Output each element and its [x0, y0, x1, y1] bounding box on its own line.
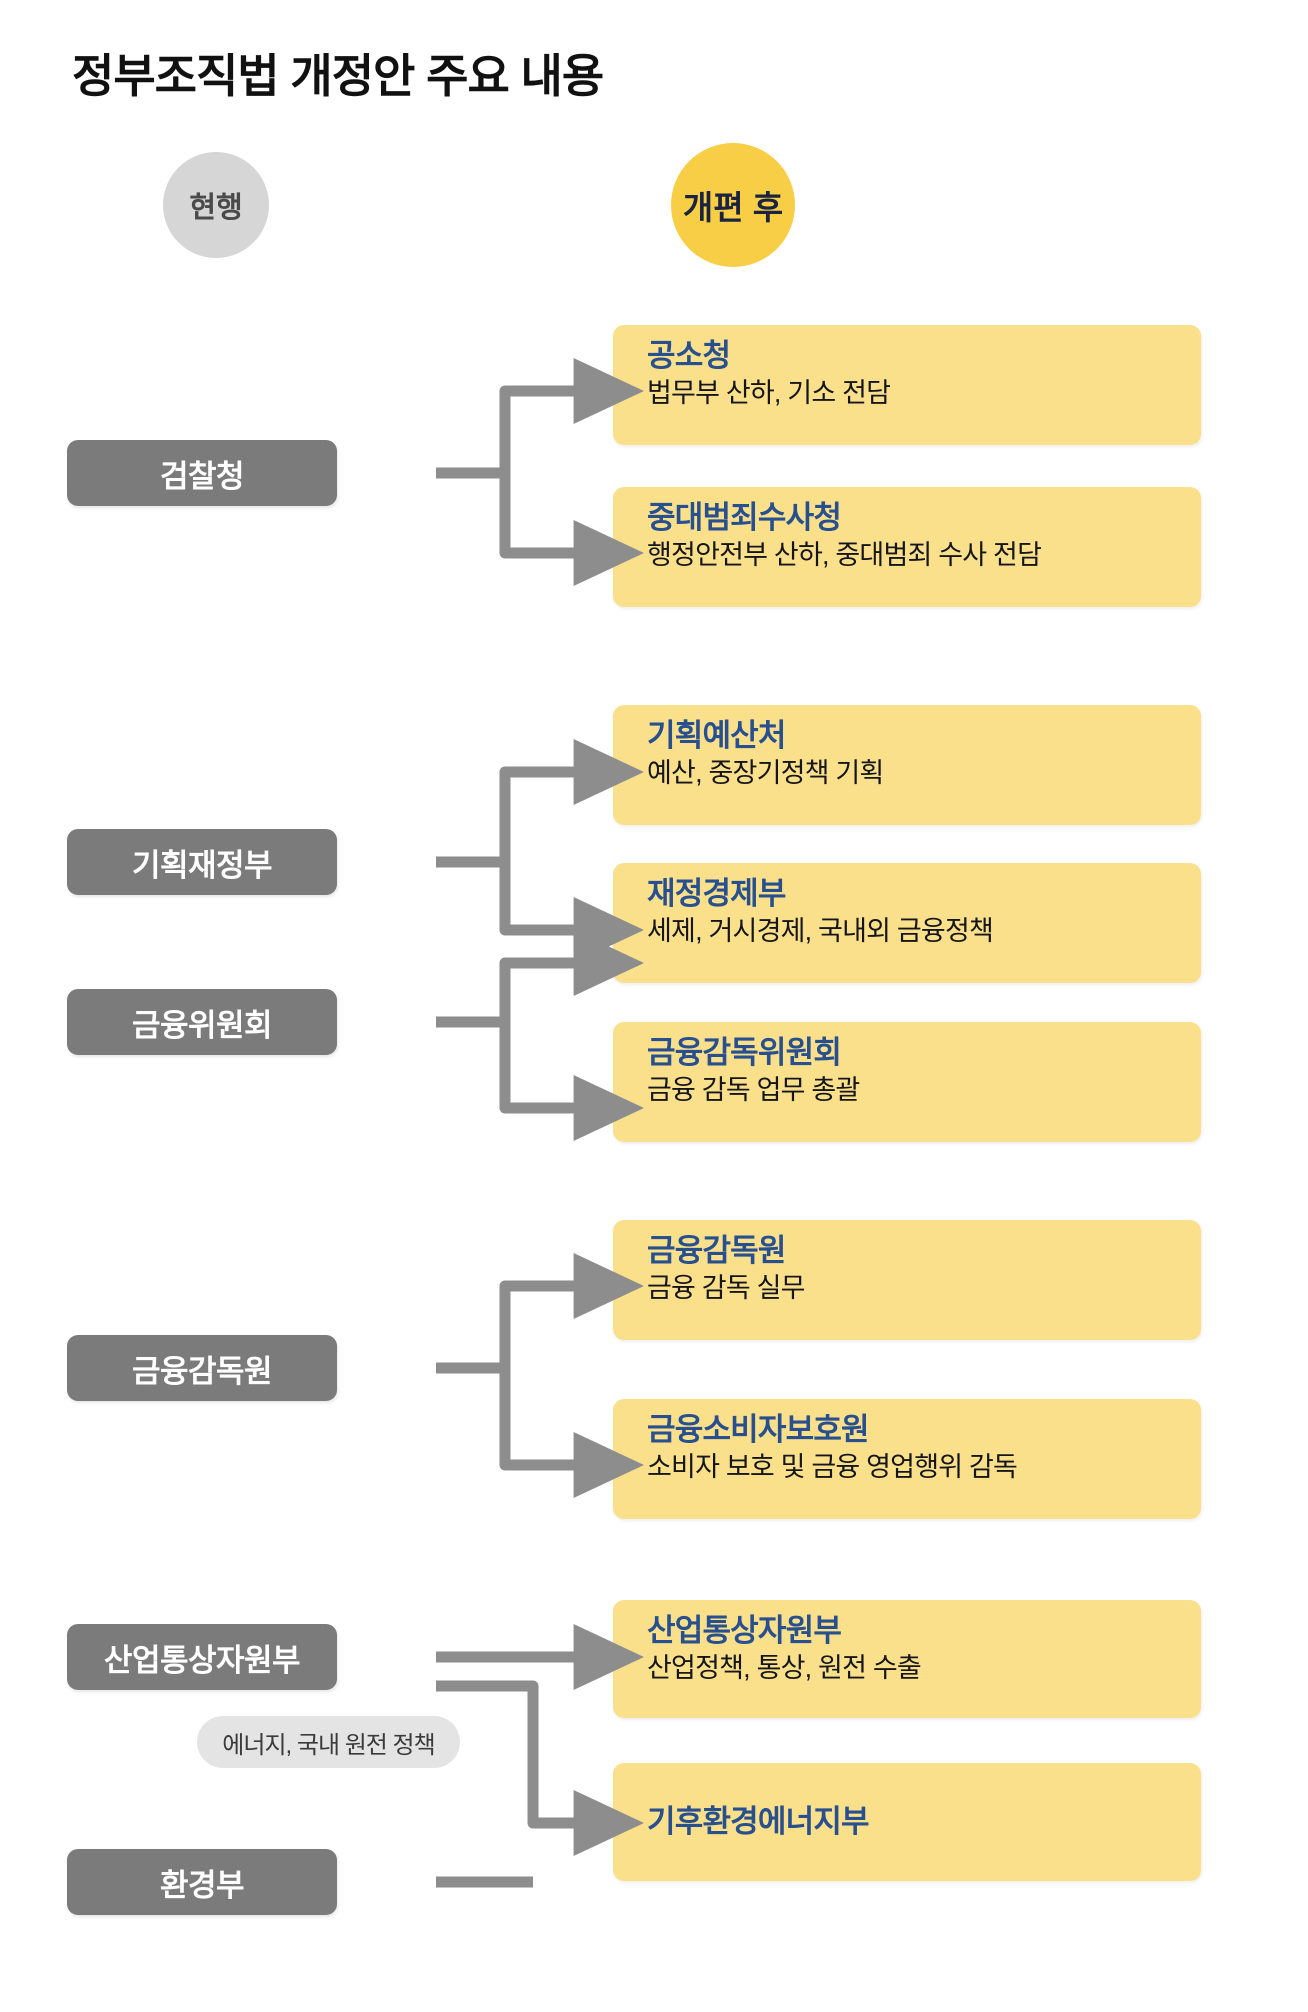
card-title: 금융감독위원회 — [647, 1035, 842, 1070]
card-subtitle: 산업정책, 통상, 원전 수출 — [647, 1652, 922, 1683]
source-label: 검찰청 — [159, 458, 245, 494]
card-subtitle: 예산, 중장기정책 기획 — [647, 757, 884, 788]
wire-prosecution-1 — [436, 358, 644, 479]
page-title: 정부조직법 개정안 주요 내용 — [72, 50, 604, 102]
source-label: 금융감독원 — [131, 1353, 273, 1389]
wire-finance-2 — [499, 862, 644, 963]
target-card-consumer-protection[interactable]: 금융소비자보호원 소비자 보호 및 금융 영업행위 감독 — [613, 1399, 1201, 1519]
legend-badge-after: 개편 후 — [671, 143, 795, 267]
target-card-fsc-new[interactable]: 금융감독위원회 금융 감독 업무 총괄 — [613, 1022, 1201, 1142]
card-subtitle: 소비자 보호 및 금융 영업행위 감독 — [647, 1451, 1018, 1482]
legend-badge-current: 현행 — [163, 152, 269, 258]
target-card-serious-crime[interactable]: 중대범죄수사청 행정안전부 산하, 중대범죄 수사 전담 — [613, 487, 1201, 607]
wire-finance-3 — [436, 930, 644, 1028]
card-title: 공소청 — [647, 338, 731, 373]
target-card-climate-energy[interactable]: 기후환경에너지부 — [613, 1763, 1201, 1881]
card-title: 중대범죄수사청 — [647, 500, 842, 535]
transfer-label-pill: 에너지, 국내 원전 정책 — [197, 1716, 460, 1768]
source-box-moef[interactable]: 기획재정부 — [67, 829, 337, 895]
source-label: 기획재정부 — [131, 847, 273, 883]
wire-prosecution-2 — [499, 473, 644, 586]
card-subtitle: 법무부 산하, 기소 전담 — [647, 377, 891, 408]
target-card-fss[interactable]: 금융감독원 금융 감독 실무 — [613, 1220, 1201, 1340]
wire-supervision-2 — [499, 1368, 644, 1498]
legend-current-label: 현행 — [189, 192, 243, 224]
card-title: 금융감독원 — [647, 1233, 786, 1268]
card-subtitle: 금융 감독 업무 총괄 — [647, 1074, 860, 1105]
card-title: 재정경제부 — [647, 876, 786, 911]
card-title: 산업통상자원부 — [647, 1613, 842, 1648]
source-label: 산업통상자원부 — [103, 1642, 301, 1678]
source-label: 금융위원회 — [131, 1007, 273, 1043]
target-card-motie[interactable]: 산업통상자원부 산업정책, 통상, 원전 수출 — [613, 1600, 1201, 1718]
card-title: 기획예산처 — [647, 718, 786, 753]
card-subtitle: 금융 감독 실무 — [647, 1272, 805, 1303]
card-title: 기후환경에너지부 — [647, 1803, 870, 1839]
source-box-prosecution[interactable]: 검찰청 — [67, 440, 337, 506]
card-subtitle: 행정안전부 산하, 중대범죄 수사 전담 — [647, 539, 1042, 570]
target-card-gongsocheong[interactable]: 공소청 법무부 산하, 기소 전담 — [613, 325, 1201, 445]
target-card-finance-economy[interactable]: 재정경제부 세제, 거시경제, 국내외 금융정책 — [613, 863, 1201, 983]
source-box-fss[interactable]: 금융감독원 — [67, 1335, 337, 1401]
source-box-motie[interactable]: 산업통상자원부 — [67, 1624, 337, 1690]
card-subtitle: 세제, 거시경제, 국내외 금융정책 — [647, 915, 994, 946]
wire-energy-transfer — [436, 1680, 644, 1856]
wire-finance-4 — [499, 1022, 644, 1141]
card-title: 금융소비자보호원 — [647, 1412, 870, 1447]
source-box-fsc[interactable]: 금융위원회 — [67, 989, 337, 1055]
source-label: 환경부 — [159, 1867, 245, 1903]
legend-after-label: 개편 후 — [682, 189, 784, 226]
wire-finance-1 — [436, 739, 644, 868]
wire-supervision-1 — [436, 1253, 644, 1374]
transfer-label-text: 에너지, 국내 원전 정책 — [222, 1731, 435, 1759]
target-card-budget-office[interactable]: 기획예산처 예산, 중장기정책 기획 — [613, 705, 1201, 825]
source-box-environment[interactable]: 환경부 — [67, 1849, 337, 1915]
